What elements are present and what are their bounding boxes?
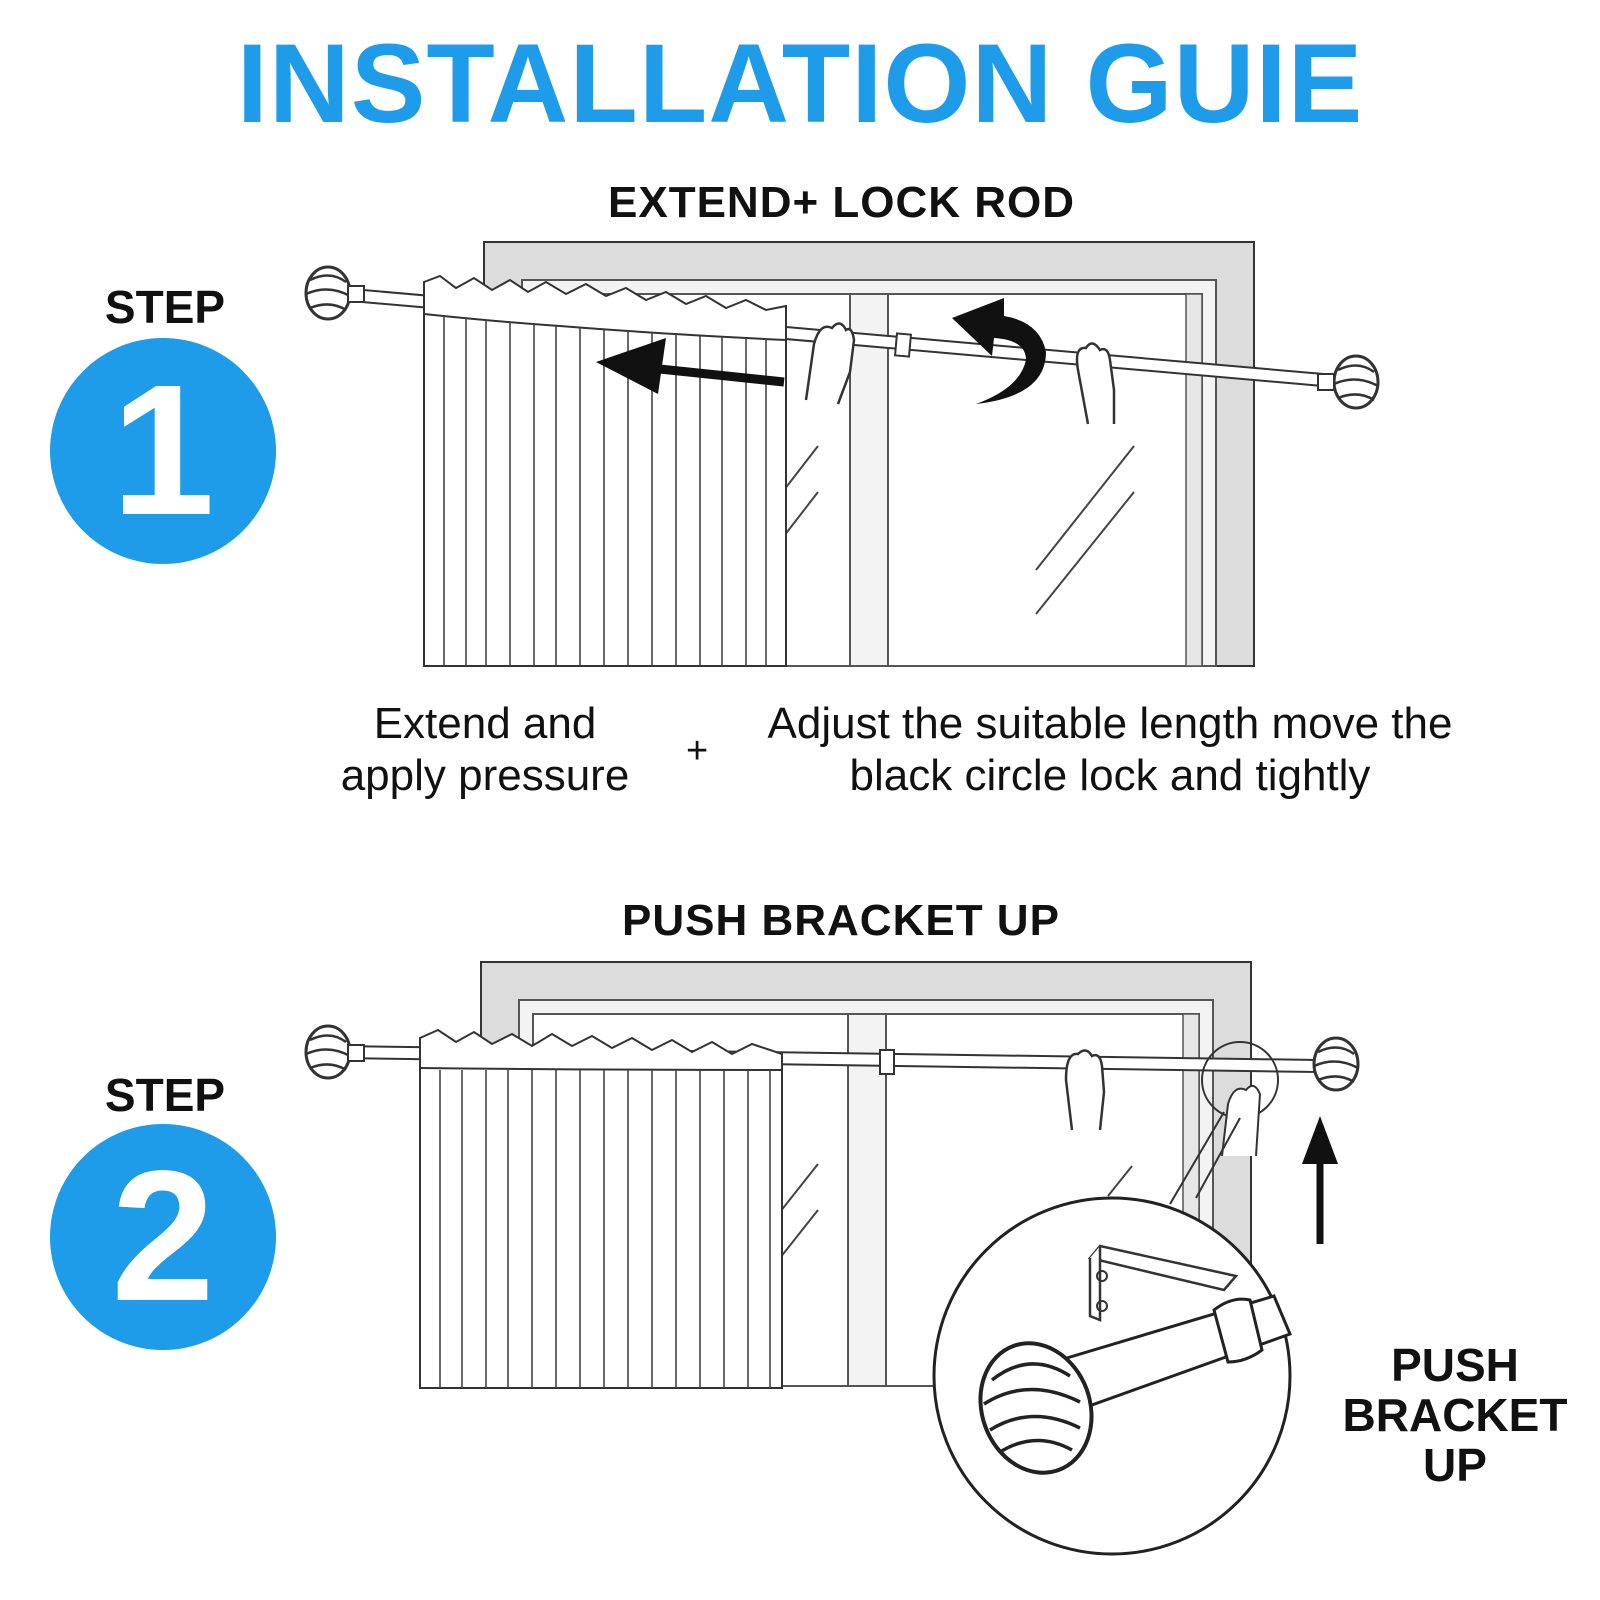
push-arrow-left [596, 338, 785, 394]
step-2-heading: PUSH BRACKET UP [622, 896, 1060, 945]
side-label-line: BRACKET [1342, 1389, 1568, 1441]
finial-right [1317, 354, 1380, 410]
step-1-label: STEP [104, 281, 226, 333]
hand-pushing-bracket [1221, 1084, 1262, 1157]
side-label-line: UP [1423, 1439, 1487, 1491]
rod-lock-ring [893, 332, 913, 358]
window-mullion [849, 293, 889, 667]
window-jamb [1185, 293, 1203, 667]
step-1-heading: EXTEND+ LOCK ROD [608, 178, 1076, 227]
rotate-arrow [952, 298, 1046, 404]
finial-left [304, 1024, 365, 1080]
glass-reflection [1035, 445, 1135, 571]
caption-line: black circle lock and tightly [849, 751, 1371, 800]
glass-reflection [1107, 1165, 1133, 1197]
hand-holding-rod [1064, 1049, 1106, 1131]
push-up-arrow [1302, 1116, 1338, 1244]
hand-right [1075, 342, 1116, 425]
rod-lock-ring [879, 1049, 895, 1075]
glass-reflection [783, 491, 819, 537]
step-1-caption-left: Extend and apply pressure [320, 698, 650, 802]
hand-left [804, 322, 856, 405]
glass-reflection [783, 445, 819, 491]
glass-reflection [779, 1163, 819, 1213]
glass-reflection [779, 1209, 819, 1259]
finial-left [304, 265, 365, 321]
caption-line: Extend and [373, 699, 597, 748]
step-1-plus: + [686, 730, 709, 772]
page-title: INSTALLATION GUIE [236, 21, 1364, 146]
curtain-panel [419, 1028, 783, 1389]
window-mullion [847, 1013, 887, 1387]
caption-line: Adjust the suitable length move the [767, 699, 1453, 748]
step-2-label: STEP [104, 1069, 226, 1121]
side-label-line: PUSH [1391, 1339, 1519, 1391]
step-1-badge: 1 [50, 338, 276, 564]
step-2-badge: 2 [50, 1124, 276, 1350]
push-bracket-up-label: PUSH BRACKET UP [1320, 1340, 1590, 1490]
zoom-leader-line [1195, 1117, 1241, 1199]
step-1-caption-right: Adjust the suitable length move the blac… [722, 698, 1498, 802]
caption-line: apply pressure [340, 751, 630, 800]
bracket-detail-zoom [932, 1196, 1292, 1556]
finial-right [1312, 1036, 1360, 1092]
glass-reflection [1035, 491, 1135, 615]
zoom-leader-line [1169, 1111, 1225, 1205]
